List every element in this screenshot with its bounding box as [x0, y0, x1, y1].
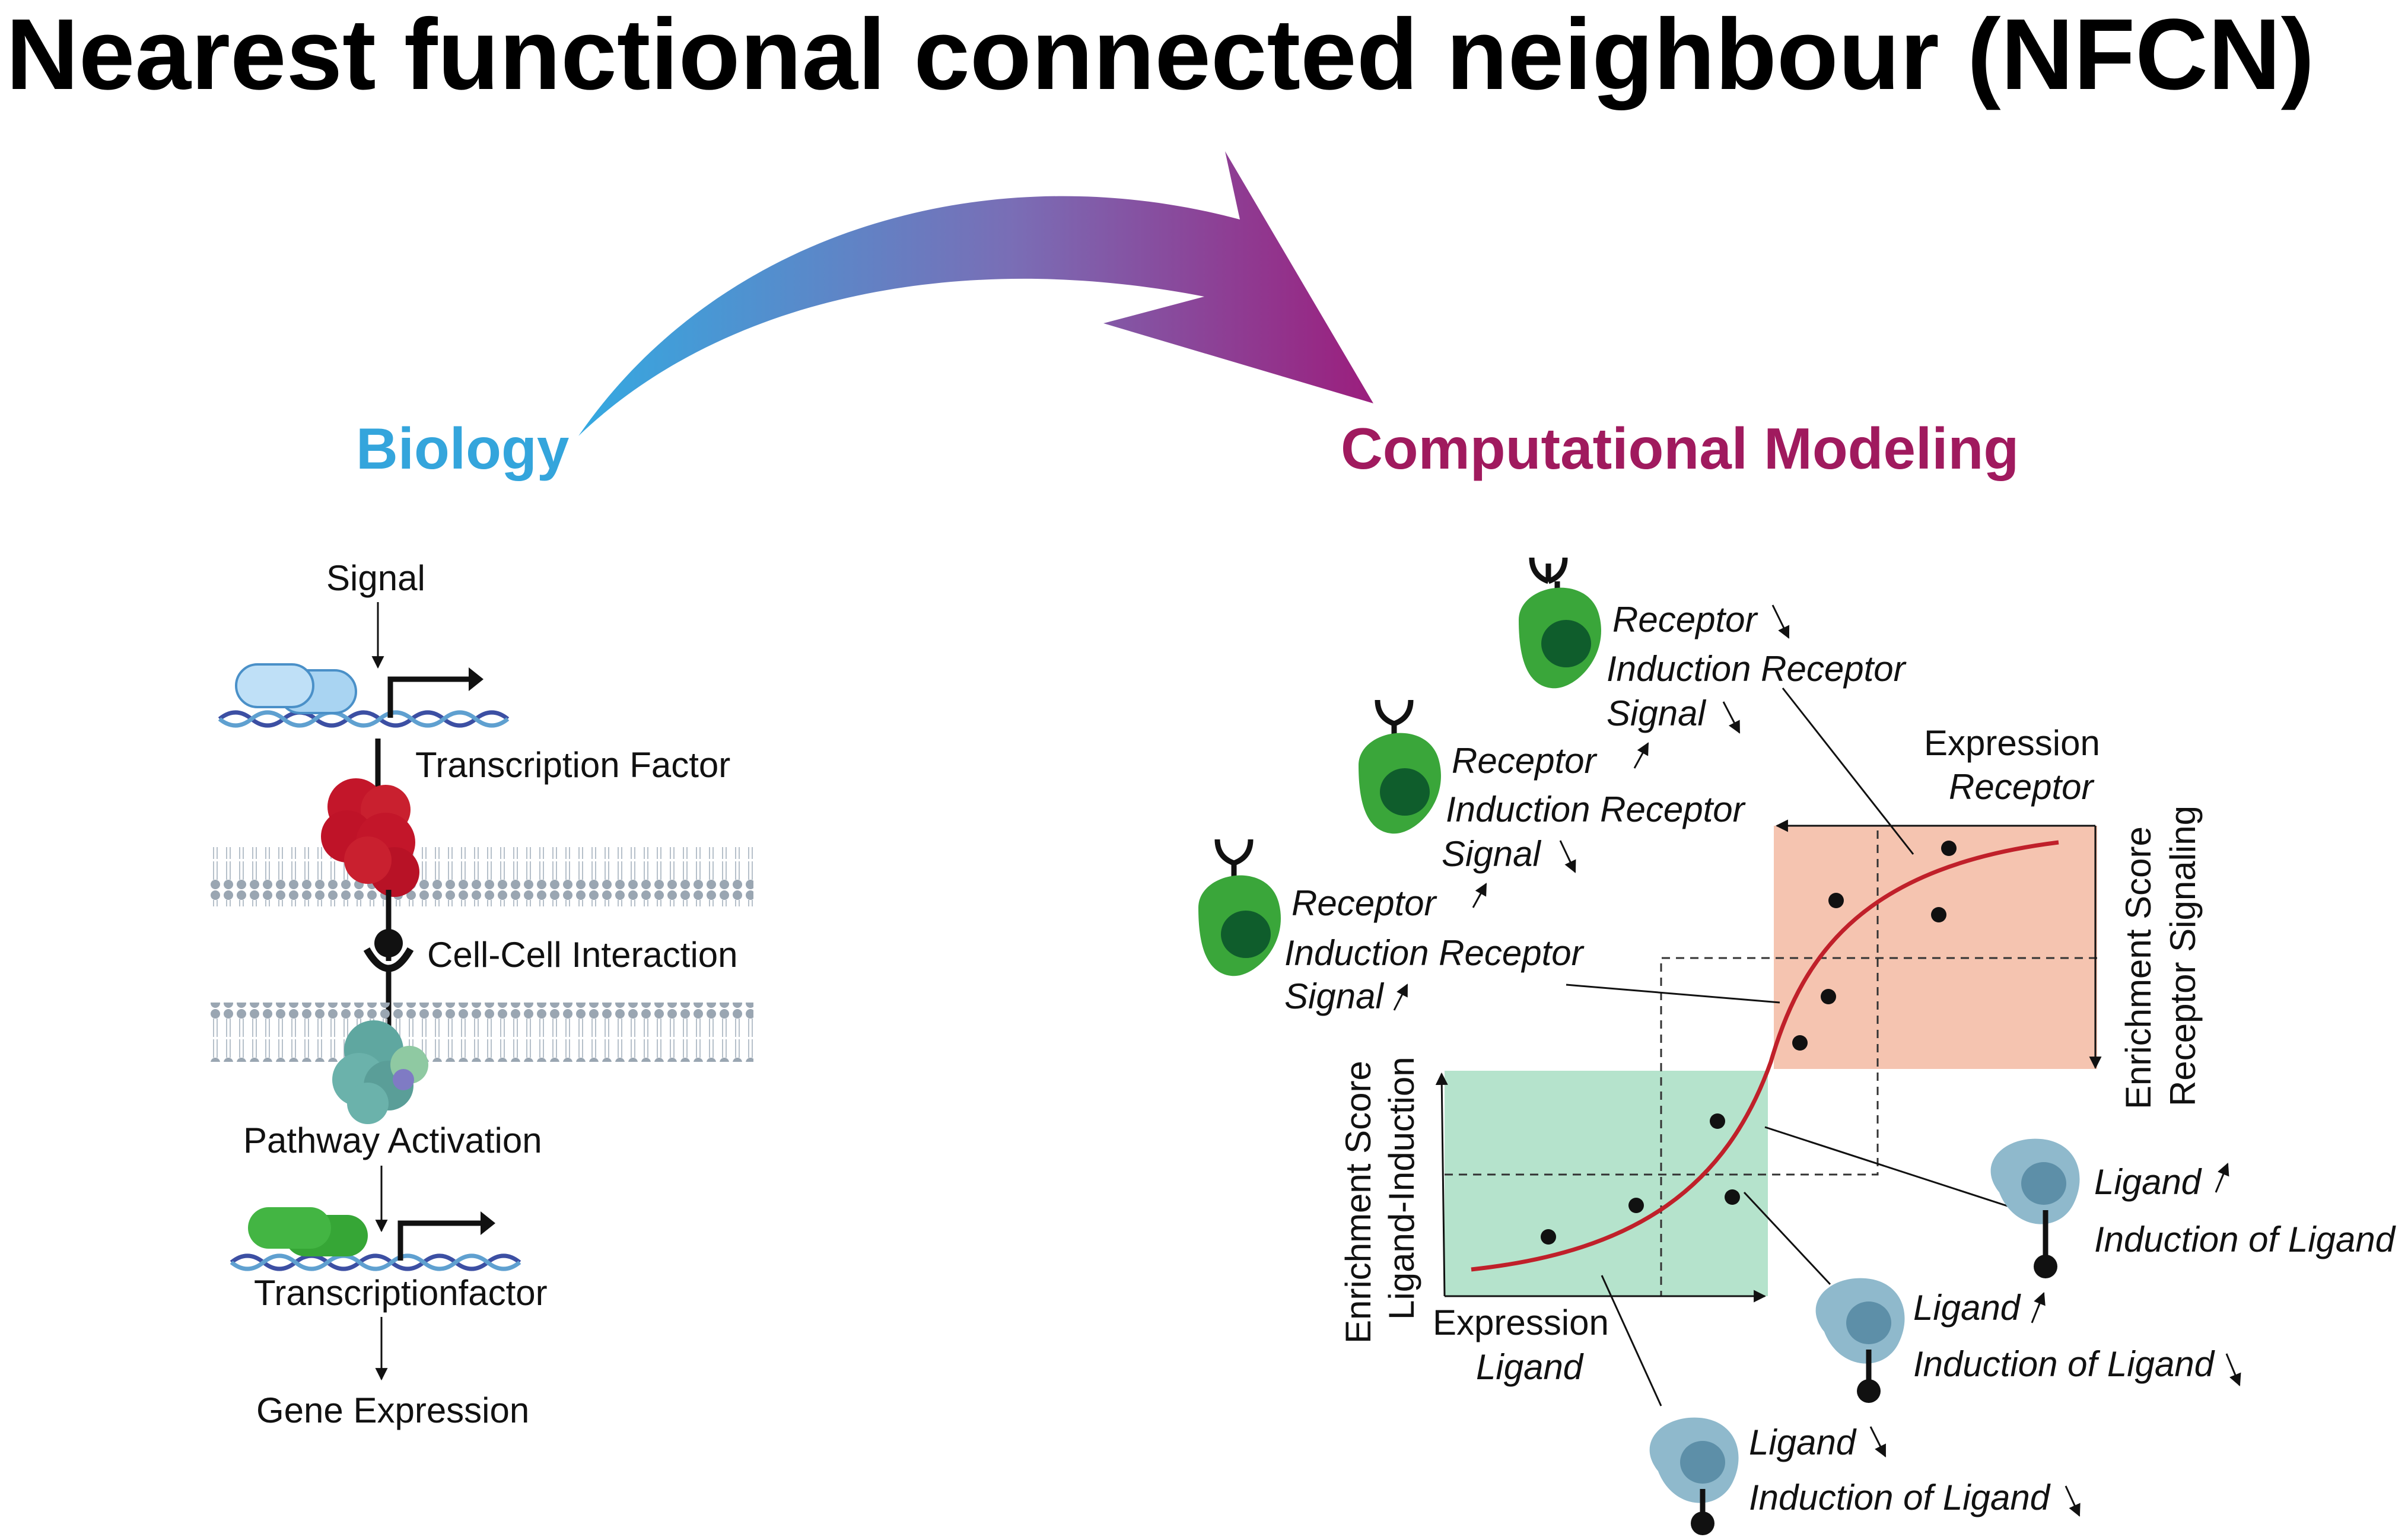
data-point	[1628, 1198, 1644, 1213]
heading-biology: Biology	[356, 416, 569, 481]
computational-model: Expression Receptor Enrichment Score Rec…	[1198, 557, 2396, 1535]
label-gene-expression: Gene Expression	[256, 1390, 529, 1430]
svg-text:Ligand: Ligand	[1749, 1423, 1857, 1462]
svg-text:Signal: Signal	[1442, 834, 1541, 874]
label-signal: Signal	[326, 558, 425, 598]
svg-text:Ligand: Ligand	[1913, 1288, 2021, 1328]
svg-text:Induction of Ligand: Induction of Ligand	[1913, 1344, 2215, 1384]
ligand-cell-2: Ligand Induction of Ligand	[1815, 1278, 2241, 1403]
axis-receptor-score: Enrichment Score	[2118, 826, 2158, 1109]
label-cell-cell-interaction: Cell-Cell Interaction	[427, 935, 738, 975]
svg-text:Signal: Signal	[1607, 693, 1706, 733]
axis-receptor-name: Receptor	[1949, 767, 2094, 807]
data-point	[1792, 1035, 1808, 1051]
dna-icon	[218, 710, 510, 728]
dna-icon	[230, 1253, 521, 1271]
receptor-cell-2: Receptor Induction Receptor Signal	[1359, 699, 1746, 874]
svg-text:Signal: Signal	[1284, 976, 1384, 1016]
biology-pathway: Signal Transcription Factor	[208, 558, 753, 1430]
svg-text:Induction Receptor: Induction Receptor	[1446, 790, 1746, 829]
receptor-region	[1774, 826, 2097, 1069]
axis-ligand-expression: Expression	[1433, 1303, 1609, 1342]
svg-text:Induction of Ligand: Induction of Ligand	[1749, 1478, 2051, 1517]
heading-computational-modeling: Computational Modeling	[1341, 416, 2019, 481]
label-pathway-activation: Pathway Activation	[243, 1121, 542, 1160]
axis-receptor-signaling: Receptor Signaling	[2163, 806, 2203, 1106]
label-transcriptionfactor: Transcriptionfactor	[254, 1273, 548, 1313]
svg-text:Receptor: Receptor	[1612, 600, 1758, 639]
data-point	[1710, 1113, 1725, 1129]
ligand-cell-3: Ligand Induction of Ligand	[1649, 1417, 2081, 1535]
axis-receptor-expression: Expression	[1924, 723, 2100, 763]
data-point	[1828, 893, 1844, 908]
svg-text:Ligand: Ligand	[2094, 1162, 2202, 1202]
axis-ligand-score: Enrichment Score	[1338, 1061, 1378, 1344]
ligand-region	[1445, 1071, 1768, 1296]
ligand-cell-1: Ligand Induction of Ligand	[1990, 1138, 2396, 1278]
svg-text:Receptor: Receptor	[1292, 883, 1437, 923]
svg-text:Induction Receptor: Induction Receptor	[1284, 933, 1585, 973]
label-transcription-factor: Transcription Factor	[415, 745, 730, 785]
receptor-cell-3: Receptor Induction Receptor Signal	[1198, 839, 1585, 1016]
sigmoid-curve	[1471, 840, 2059, 1272]
data-point	[1541, 1229, 1556, 1245]
transcription-factor-icon	[248, 1207, 368, 1256]
receptor-protein-icon	[332, 1020, 428, 1124]
data-point	[1931, 907, 1946, 922]
data-point	[1941, 841, 1957, 856]
data-point	[1821, 989, 1836, 1004]
axis-ligand-induction: Ligand-Induction	[1382, 1057, 1421, 1320]
svg-text:Induction Receptor: Induction Receptor	[1607, 649, 1907, 689]
axis-ligand-name: Ligand	[1476, 1347, 1584, 1387]
receptor-cell-1: Receptor Induction Receptor Signal	[1519, 557, 1907, 734]
receptor-protein-icon	[321, 778, 419, 897]
membrane-icon	[208, 1003, 753, 1062]
data-point	[1725, 1189, 1740, 1205]
svg-text:Receptor: Receptor	[1452, 741, 1597, 781]
figure-title: Nearest functional connected neighbour (…	[6, 0, 2314, 111]
membrane-icon	[208, 847, 753, 906]
curved-arrow-icon	[578, 151, 1373, 436]
transcription-factor-icon	[235, 663, 357, 714]
svg-text:Induction of Ligand: Induction of Ligand	[2094, 1220, 2396, 1259]
